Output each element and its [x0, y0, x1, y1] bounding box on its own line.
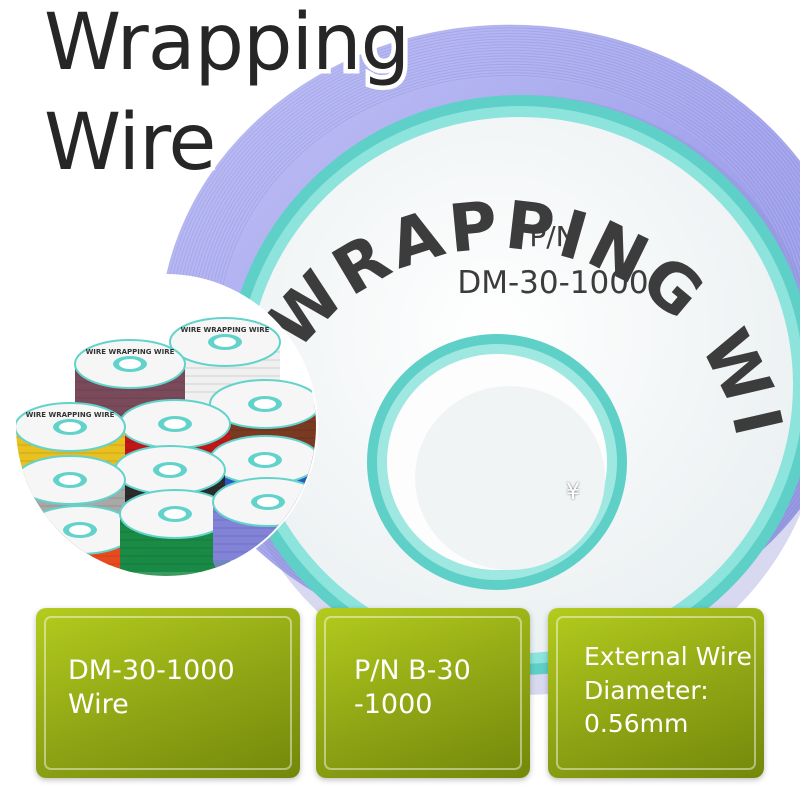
page-title-line-1: Wrapping [39, 0, 414, 88]
spec-card-model: DM-30-1000 Wire [36, 608, 300, 778]
inset-spool-label: WIRE WRAPPING WIRE [86, 348, 175, 356]
inset-spool [24, 505, 136, 576]
spec-card-border [556, 616, 756, 770]
inset-spool-stack: WIRE WRAPPING WIRE WIRE WRAPPING WIRE WIRE… [16, 317, 316, 576]
yen-symbol: ¥ [566, 480, 580, 505]
spec-model-text: DM-30-1000 Wire [68, 655, 235, 720]
inset-assortment: WIRE WRAPPING WIRE WIRE WRAPPING WIRE WIRE… [14, 274, 318, 578]
spool-part-number: DM-30-1000 [457, 265, 648, 301]
spec-card-border [324, 616, 522, 770]
spec-card-diameter: External Wire Diameter: 0.56mm [548, 608, 764, 778]
spool-part-label: P/N [529, 220, 576, 253]
spec-card-border [44, 616, 292, 770]
spec-diameter-text: External Wire Diameter: 0.56mm [584, 642, 752, 738]
spec-card-part-number: P/N B-30 -1000 [316, 608, 530, 778]
inset-spool [119, 489, 231, 576]
spool-main: WIRE WRAPPING WIRE P/N DM-30-1000 [0, 0, 800, 695]
spec-part-number-text: P/N B-30 -1000 [354, 655, 471, 720]
inset-spool-label: WIRE WRAPPING WIRE [181, 326, 270, 334]
inset-spool-label: WIRE WRAPPING WIRE [26, 411, 115, 419]
page-title-line-2: Wire [39, 98, 220, 188]
hub-hole-shade [415, 386, 605, 570]
